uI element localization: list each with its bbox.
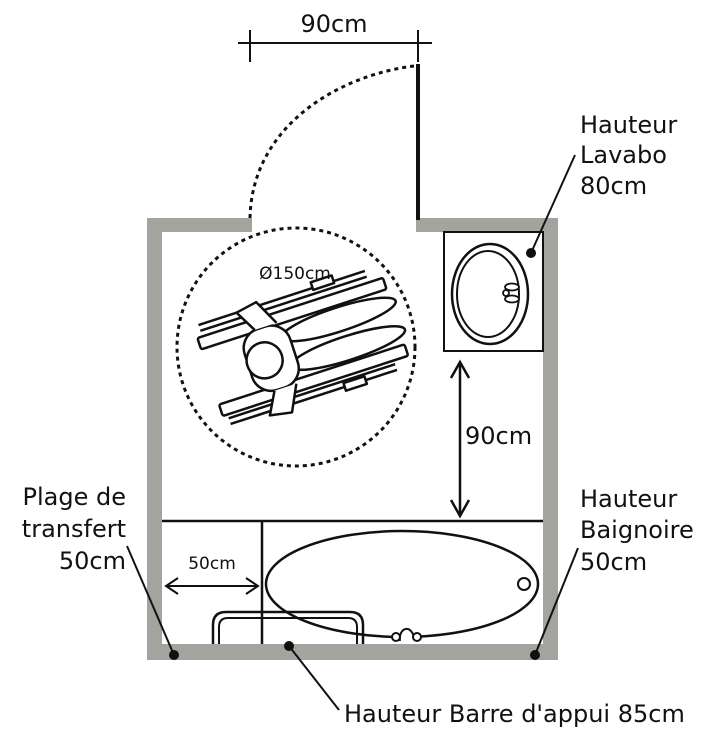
transfer-label-line3: 50cm (59, 547, 126, 575)
sink-leader (530, 154, 576, 254)
door-width-label: 90cm (300, 10, 367, 38)
bathtub-basin (264, 529, 540, 639)
bathtub-label-line1: Hauteur (580, 485, 677, 513)
sink (443, 231, 544, 352)
clearance-label: 90cm (465, 422, 532, 450)
sink-bowl-outer (450, 242, 530, 346)
sink-label-line2: Lavabo (580, 141, 667, 169)
leader-lines (126, 154, 579, 711)
bathtub-label-line2: Baignoire (580, 516, 694, 544)
turning-circle (175, 226, 417, 468)
transfer-width-dimension (164, 577, 260, 595)
turning-circle-outline (175, 226, 417, 468)
transfer-leader (126, 545, 175, 656)
wheelchair-icon (196, 269, 409, 426)
sink-cabinet (443, 231, 544, 352)
transfer-label-line1: Plage de (23, 483, 126, 511)
transfer-width-label: 50cm (188, 554, 236, 574)
bathtub-drain (517, 577, 531, 591)
sink-label-line1: Hauteur (580, 111, 677, 139)
grab-bar-label: Hauteur Barre d'appui 85cm (344, 700, 685, 728)
faucet-icon (502, 282, 520, 304)
grab-bar (211, 610, 365, 644)
bathtub-faucet-icon (391, 628, 422, 642)
bathtub-leader (534, 547, 579, 656)
clearance-dimension (449, 359, 471, 519)
door-width-dimension (238, 30, 432, 62)
sink-label-line3: 80cm (580, 172, 647, 200)
bathtub-zone (162, 519, 543, 644)
grab-bar-leader (288, 645, 340, 711)
door-swing-arc (248, 64, 415, 219)
door (238, 30, 432, 220)
sink-bowl-inner (456, 250, 520, 338)
labels: 90cm Ø150cm Hauteur Lavabo 80cm 90cm Pla… (22, 10, 694, 728)
bathtub-label-line3: 50cm (580, 548, 647, 576)
turning-circle-label: Ø150cm (259, 264, 331, 284)
transfer-label-line2: transfert (22, 515, 126, 543)
